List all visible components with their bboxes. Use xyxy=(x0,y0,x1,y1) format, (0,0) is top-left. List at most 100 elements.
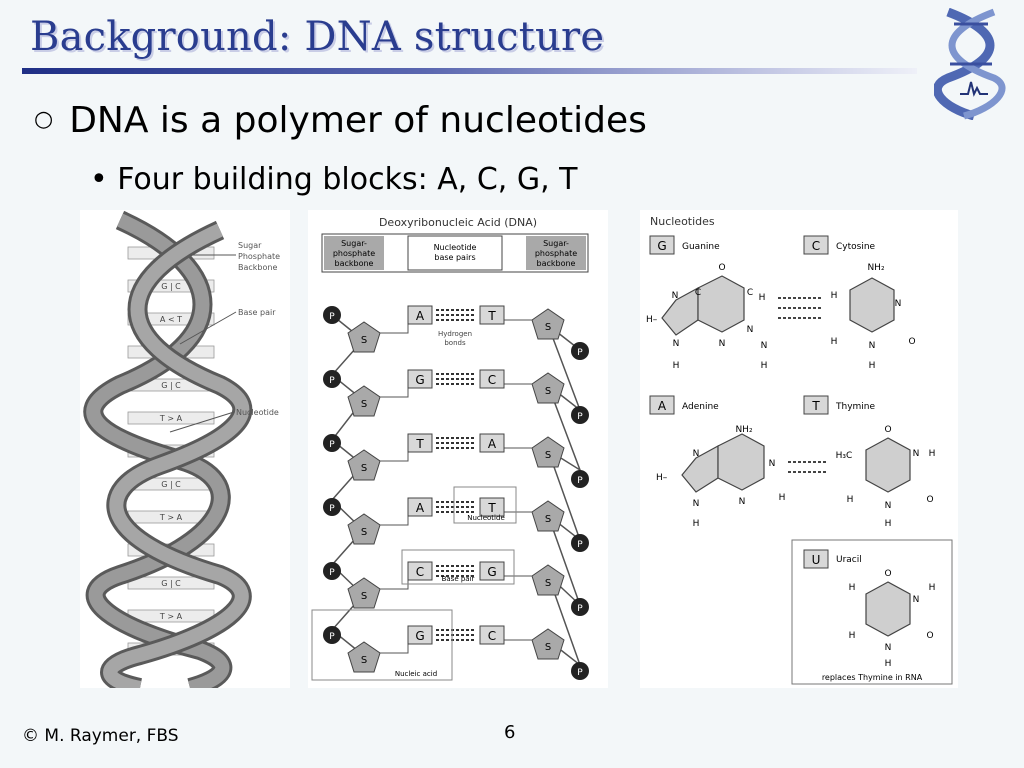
guanine-atom: N xyxy=(747,325,754,335)
sugar-label: S xyxy=(545,514,551,525)
sugar-label: S xyxy=(361,591,367,602)
base-letter-right: A xyxy=(488,437,497,451)
adenine-atom: N xyxy=(693,499,700,509)
connector-right xyxy=(503,315,532,321)
sugar-pentagon-icon xyxy=(531,436,565,468)
helix-rung-label: G | C xyxy=(161,282,181,291)
base-box-right xyxy=(479,625,505,645)
gc-hbonds xyxy=(778,297,822,319)
nucleotides-title: Nucleotides xyxy=(650,215,715,228)
base-letter-right: C xyxy=(488,629,496,643)
connector-left xyxy=(380,443,409,462)
adenine-atom: N xyxy=(769,459,776,469)
phosphate-label: P xyxy=(577,412,583,422)
phosphate-label: P xyxy=(329,632,335,642)
helix-rung-label: G | C xyxy=(161,480,181,489)
guanine-atom: H xyxy=(759,293,766,303)
double-helix-figure: G | CG | CA < TC < GG | CT > AA <G | CT … xyxy=(80,210,290,688)
sugar-label: S xyxy=(361,463,367,474)
base-letter-left: A xyxy=(416,309,425,323)
adenine-letter: A xyxy=(658,399,667,413)
hydrogen-label: Hydrogen xyxy=(438,330,472,338)
thymine-atom: N xyxy=(885,501,892,511)
sugar-pentagon-icon xyxy=(347,385,381,417)
legend-text: Sugar- xyxy=(341,239,367,248)
thymine-atom: O xyxy=(884,425,891,435)
phosphate-icon xyxy=(323,562,341,580)
guanine-atom: H– xyxy=(646,315,658,325)
cytosine-atom: O xyxy=(908,337,915,347)
sugar-pentagon-icon xyxy=(531,372,565,404)
bonds-label: bonds xyxy=(444,339,466,347)
base-letter-right: T xyxy=(487,309,496,323)
helix-rung-label: T > A xyxy=(159,612,183,621)
bullet-level1: ○DNA is a polymer of nucleotides xyxy=(34,100,647,141)
phosphate-icon xyxy=(323,434,341,452)
guanine-atom: H xyxy=(761,361,768,371)
cytosine-structure xyxy=(849,277,895,333)
guanine-atom: N xyxy=(719,339,726,349)
cytosine-atom: N xyxy=(869,341,876,351)
phosphate-label: P xyxy=(329,376,335,386)
helix-pointer-nucleotide xyxy=(169,411,235,433)
uracil-atom: O xyxy=(884,569,891,579)
base-box-right xyxy=(479,305,505,325)
sugar-label: S xyxy=(545,322,551,333)
legend-text: Nucleotide xyxy=(434,243,477,252)
cytosine-atom: H xyxy=(831,291,838,301)
helix-label-base-pair: Base pair xyxy=(238,308,276,317)
uracil-atom: O xyxy=(926,631,933,641)
phosphate-icon xyxy=(571,342,589,360)
base-box-right xyxy=(479,369,505,389)
nucleic-acid-box xyxy=(311,609,453,681)
phosphate-label: P xyxy=(577,476,583,486)
connector-left xyxy=(380,315,409,334)
guanine-letter: G xyxy=(657,239,666,253)
legend-backbone-left xyxy=(324,236,384,270)
nucleotide-box xyxy=(453,486,517,524)
connector-left xyxy=(380,379,409,398)
phosphate-label: P xyxy=(329,504,335,514)
connector-right xyxy=(503,507,532,513)
phosphate-label: P xyxy=(577,668,583,678)
sugar-label: S xyxy=(361,655,367,666)
cytosine-atom: NH₂ xyxy=(867,263,885,273)
uracil-note: replaces Thymine in RNA xyxy=(822,673,923,682)
sugar-pentagon-icon xyxy=(347,577,381,609)
uracil-atom: H xyxy=(885,659,892,669)
guanine-atom: N xyxy=(672,291,679,301)
thymine-atom: H xyxy=(847,495,854,505)
sugar-pentagon-icon xyxy=(347,641,381,673)
base-box-right xyxy=(479,433,505,453)
sugar-label: S xyxy=(545,642,551,653)
sugar-pentagon-icon xyxy=(347,449,381,481)
phosphate-label: P xyxy=(329,568,335,578)
base-box-left xyxy=(407,305,433,325)
sugar-pentagon-icon xyxy=(347,321,381,353)
guanine-atom: H xyxy=(673,361,680,371)
base-pair-label: Base pair xyxy=(442,575,475,583)
adenine-atom: H xyxy=(779,493,786,503)
phosphate-icon xyxy=(571,662,589,680)
guanine-atom: N xyxy=(761,341,768,351)
nucleic-acid-label: Nucleic acid xyxy=(395,670,437,678)
phosphate-icon xyxy=(323,498,341,516)
sugar-label: S xyxy=(361,527,367,538)
thymine-atom: H₃C xyxy=(836,451,853,461)
sugar-pentagon-icon xyxy=(531,308,565,340)
connector-left xyxy=(380,507,409,526)
phosphate-label: P xyxy=(577,540,583,550)
adenine-structure xyxy=(681,433,765,493)
base-pair-row: P S P S G C xyxy=(323,625,589,680)
dna-base-pairs-figure: Deoxyribonucleic Acid (DNA) Sugar- phosp… xyxy=(308,210,608,688)
base-letter-left: G xyxy=(415,629,424,643)
legend-text: phosphate xyxy=(535,249,577,258)
legend-text: phosphate xyxy=(333,249,375,258)
adenine-atom: N xyxy=(739,497,746,507)
hollow-bullet-icon: ○ xyxy=(34,107,54,132)
page-number: 6 xyxy=(504,722,516,743)
phosphate-label: P xyxy=(329,312,335,322)
